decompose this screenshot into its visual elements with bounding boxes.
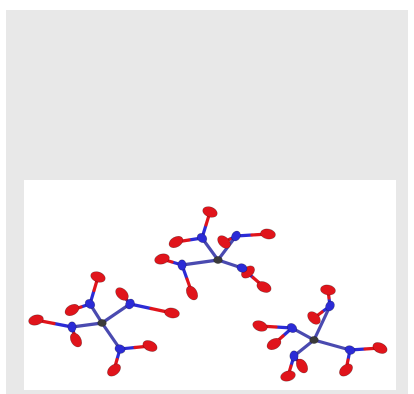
oxygen-atom-0-5 xyxy=(69,332,83,348)
oxygen-atom-1-3 xyxy=(260,228,276,240)
nitrogen-atom-0-1 xyxy=(125,298,135,310)
carbon-atom-1 xyxy=(213,256,223,264)
oxygen-atom-1-4 xyxy=(154,253,170,265)
bond-41 xyxy=(312,304,332,342)
nitrogen-atom-1-2 xyxy=(177,259,187,271)
oxygen-atom-0-1 xyxy=(64,303,80,317)
oxygen-atom-2-7 xyxy=(372,342,388,354)
molecule-canvas xyxy=(28,206,388,382)
oxygen-atom-0-0 xyxy=(90,271,106,283)
oxygen-atom-1-5 xyxy=(185,285,199,301)
oxygen-atom-2-4 xyxy=(280,370,296,382)
nitrogen-atom-0-2 xyxy=(67,321,77,333)
nitrogen-atom-2-3 xyxy=(344,345,356,355)
bond-3 xyxy=(100,321,122,351)
oxygen-atom-1-0 xyxy=(202,206,218,218)
oxygen-atom-1-2 xyxy=(217,235,231,249)
bond-2 xyxy=(70,321,104,329)
carbon-atom-0 xyxy=(97,319,107,327)
nitrogen-atom-1-0 xyxy=(196,233,208,243)
nitrogen-atom-0-0 xyxy=(84,299,96,309)
nitrogen-atom-1-3 xyxy=(236,263,248,273)
oxygen-atom-0-7 xyxy=(142,340,158,352)
oxygen-atom-0-6 xyxy=(107,363,121,377)
nitrogen-atom-1-1 xyxy=(231,230,241,242)
bond-1 xyxy=(100,302,132,325)
oxygen-atom-1-1 xyxy=(168,235,184,249)
nitrogen-atom-2-1 xyxy=(325,300,335,312)
nitrogen-atom-2-0 xyxy=(286,323,298,333)
oxygen-atom-2-1 xyxy=(266,337,282,351)
oxygen-atom-2-0 xyxy=(252,320,268,332)
oxygen-atom-1-7 xyxy=(256,281,272,293)
atom-layer xyxy=(28,206,388,382)
molecule-figure xyxy=(24,180,396,390)
oxygen-atom-2-5 xyxy=(295,358,309,374)
oxygen-atom-0-4 xyxy=(28,314,44,326)
oxygen-atom-0-2 xyxy=(115,287,129,301)
oxygen-atom-0-3 xyxy=(164,307,180,319)
carbon-atom-2 xyxy=(309,336,319,344)
bond-43 xyxy=(312,338,352,352)
nitrogen-atom-2-2 xyxy=(289,350,299,362)
bond-22 xyxy=(180,258,220,267)
oxygen-atom-2-2 xyxy=(307,311,321,325)
oxygen-atom-2-6 xyxy=(339,363,353,377)
oxygen-atom-2-3 xyxy=(320,284,336,296)
nitrogen-atom-0-3 xyxy=(114,344,126,354)
